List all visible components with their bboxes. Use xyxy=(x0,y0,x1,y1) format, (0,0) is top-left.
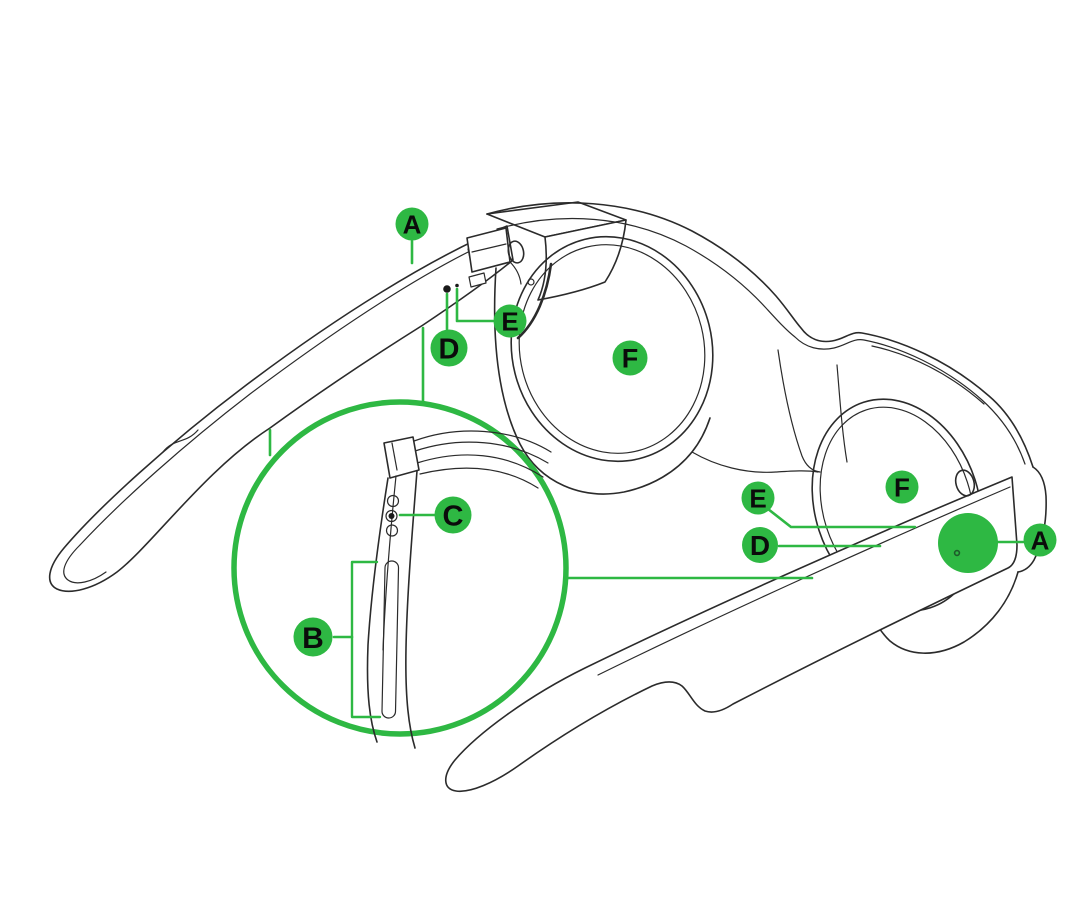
detail-folded-frame-line-4 xyxy=(419,467,539,489)
brow-inner-edge xyxy=(496,217,1026,465)
callout-f1-badge xyxy=(612,340,648,376)
pogo-pin-top xyxy=(386,494,400,508)
callout-f2-letter: F xyxy=(894,472,910,502)
callout-a1: A xyxy=(395,207,429,241)
callout-c: C xyxy=(434,496,472,534)
glasses-line-art xyxy=(48,201,1047,793)
callout-c-badge xyxy=(434,496,472,534)
callout-b: B xyxy=(293,617,333,657)
hinge-edge-curve xyxy=(516,262,553,340)
left-lens-rim xyxy=(510,235,714,463)
frame-under-nose-edge xyxy=(691,451,819,473)
right-temple-arm xyxy=(444,469,1018,793)
right-hinge-hole xyxy=(954,469,976,497)
leader-lines xyxy=(268,239,1025,719)
callout-d1-badge xyxy=(430,329,468,367)
left-frame-lower-edge xyxy=(493,267,711,495)
left-temple-arm xyxy=(48,225,514,593)
callout-b-bracket xyxy=(350,560,382,719)
nose-bridge-left-line xyxy=(777,349,821,473)
callout-e1-letter: E xyxy=(501,306,518,336)
detail-arm-right-edge xyxy=(405,470,418,749)
left-lens-edge xyxy=(518,244,706,454)
callout-e1-leader xyxy=(455,287,495,323)
speaker-highlight xyxy=(938,513,998,573)
speaker-highlight-circle xyxy=(938,513,998,573)
callout-c-letter: C xyxy=(443,500,464,532)
detail-hinge-block xyxy=(383,436,420,479)
pogo-pin-bottom xyxy=(385,524,399,537)
left-temple-tip-contour xyxy=(63,544,107,584)
callout-f2-badge xyxy=(885,470,919,504)
callout-e2-badge xyxy=(741,481,775,515)
callout-e1: E xyxy=(493,304,527,338)
microphone-hole-dot xyxy=(443,285,451,293)
callout-a2-letter: A xyxy=(1031,525,1050,555)
callout-f2: F xyxy=(885,470,919,504)
callout-f1: F xyxy=(612,340,648,376)
callout-e1-badge xyxy=(493,304,527,338)
pogo-pin-middle xyxy=(385,509,398,523)
speaker-port-mark xyxy=(953,549,961,557)
hinge-detail-line xyxy=(509,261,522,285)
brow-outer-edge xyxy=(486,202,1034,468)
callout-a2-badge xyxy=(1023,523,1057,557)
pogo-pin-middle-dot xyxy=(388,513,395,519)
callout-b-letter: B xyxy=(302,622,324,655)
detail-folded-frame-line-1 xyxy=(413,430,552,453)
pogo-pins xyxy=(385,494,400,537)
right-temple-outline xyxy=(444,476,1018,793)
left-temple-outline xyxy=(48,225,514,593)
brow-third-contour xyxy=(871,345,985,405)
detail-hinge-block-line xyxy=(391,442,398,471)
right-lens-rim xyxy=(811,398,983,612)
callout-badges: A D E F C B E D xyxy=(293,207,1057,657)
callout-a2: A xyxy=(1023,523,1057,557)
touch-strip xyxy=(381,560,400,719)
callout-e2-letter: E xyxy=(749,483,766,513)
status-led-dot xyxy=(455,283,459,288)
left-temple-fold-line xyxy=(162,429,199,453)
callout-d2-letter: D xyxy=(750,530,770,561)
hinge-hole xyxy=(507,240,525,264)
callout-a1-letter: A xyxy=(403,209,422,239)
callout-e2-leader xyxy=(766,507,917,529)
magnifier-inset xyxy=(231,399,569,749)
callout-a1-badge xyxy=(395,207,429,241)
callout-d2-badge xyxy=(742,527,778,563)
detail-folded-frame-line-2 xyxy=(414,441,549,464)
callout-d2: D xyxy=(742,527,778,563)
callout-e2: E xyxy=(741,481,775,515)
left-hinge xyxy=(466,201,627,340)
callout-d1-letter: D xyxy=(439,333,460,365)
left-temple-top-contour xyxy=(79,235,503,546)
callout-f1-letter: F xyxy=(622,344,639,374)
callout-b-badge xyxy=(293,617,333,657)
temple-slot-lower xyxy=(468,272,487,288)
callout-d1: D xyxy=(430,329,468,367)
hinge-knuckle-line xyxy=(471,243,507,253)
detail-folded-frame-line-3 xyxy=(416,454,544,478)
right-temple-top-contour xyxy=(597,486,1011,676)
